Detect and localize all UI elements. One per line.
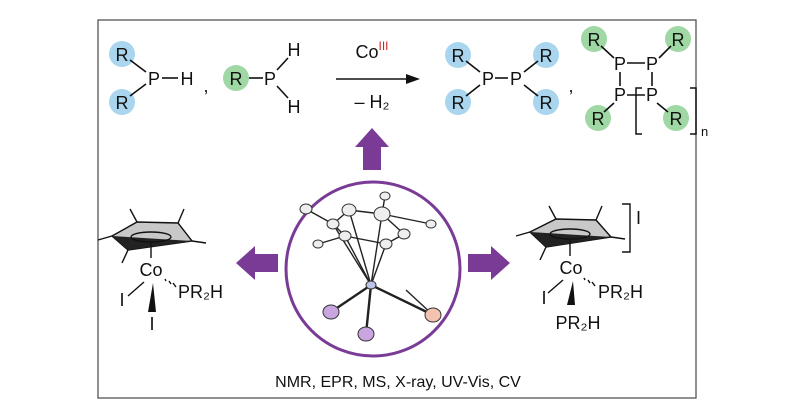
phosphorus-label: P xyxy=(264,69,276,89)
phosphorus-label: P xyxy=(614,54,626,74)
substituent-label: R xyxy=(588,30,601,50)
iodide-label: I xyxy=(541,288,546,308)
characterization-caption: NMR, EPR, MS, X-ray, UV-Vis, CV xyxy=(275,374,521,391)
cation-bracket xyxy=(622,203,631,253)
reactant-secondary-phosphine: R R P H xyxy=(109,41,194,115)
figure-frame xyxy=(97,19,697,399)
cobalt-label: Co xyxy=(139,260,162,280)
phosphorus-label: P xyxy=(510,69,522,89)
substituent-label: R xyxy=(116,45,129,65)
polymer-bracket-right xyxy=(690,87,697,135)
substituent-label: R xyxy=(452,46,465,66)
catalyst-label: CoIII xyxy=(355,39,388,62)
reactant-primary-phosphine: R P H H xyxy=(223,40,301,117)
left-cobalt-complex: Co I I PR₂H xyxy=(97,208,223,334)
substituent-label: R xyxy=(116,93,129,113)
counterion-label: I xyxy=(636,208,641,228)
hydrogen-label: H xyxy=(288,97,301,117)
crystal-structure-icon xyxy=(284,180,462,358)
substituent-circle xyxy=(109,41,135,67)
substituent-circle xyxy=(109,89,135,115)
substituent-label: R xyxy=(540,46,553,66)
phosphorus-label: P xyxy=(482,69,494,89)
right-cobalt-complex: I Co I PR₂H PR₂H xyxy=(515,203,643,333)
purple-arrow-right-icon xyxy=(468,246,510,280)
hydrogen-label: H xyxy=(181,69,194,89)
substituent-circle xyxy=(533,89,559,115)
phosphine-ligand-label: PR₂H xyxy=(178,282,223,302)
product-diphosphine: R R R R P P xyxy=(445,42,559,115)
substituent-label: R xyxy=(592,109,605,129)
separator-comma: , xyxy=(203,76,208,96)
reaction-arrow: CoIII – H₂ xyxy=(336,39,420,112)
iodide-label: I xyxy=(149,314,154,334)
polymer-subscript: n xyxy=(701,124,708,139)
purple-arrow-left-icon xyxy=(236,246,278,280)
substituent-label: R xyxy=(452,93,465,113)
substituent-label: R xyxy=(672,30,685,50)
oxidation-state: III xyxy=(379,39,389,53)
substituent-label: R xyxy=(670,109,683,129)
substituent-circle xyxy=(581,26,607,52)
byproduct-label: – H₂ xyxy=(355,92,390,112)
product-cyclic-polyphosphine: R R R R P P P P n xyxy=(581,26,708,139)
substituent-circle xyxy=(665,26,691,52)
phosphorus-label: P xyxy=(646,85,658,105)
cobalt-label: Co xyxy=(559,258,582,278)
separator-comma: , xyxy=(568,76,573,96)
substituent-circle xyxy=(533,42,559,68)
phosphorus-label: P xyxy=(614,85,626,105)
substituent-circle xyxy=(445,89,471,115)
substituent-circle xyxy=(223,65,249,91)
purple-arrow-up-icon xyxy=(355,128,389,170)
phosphorus-label: P xyxy=(148,69,160,89)
phosphorus-label: P xyxy=(646,54,658,74)
substituent-circle xyxy=(663,105,689,131)
polymer-bracket-left xyxy=(635,87,642,135)
substituent-label: R xyxy=(230,69,243,89)
iodide-label: I xyxy=(119,290,124,310)
phosphine-ligand-label: PR₂H xyxy=(598,282,643,302)
substituent-label: R xyxy=(540,93,553,113)
phosphine-ligand-label: PR₂H xyxy=(556,313,601,333)
hydrogen-label: H xyxy=(288,40,301,60)
substituent-circle xyxy=(445,42,471,68)
